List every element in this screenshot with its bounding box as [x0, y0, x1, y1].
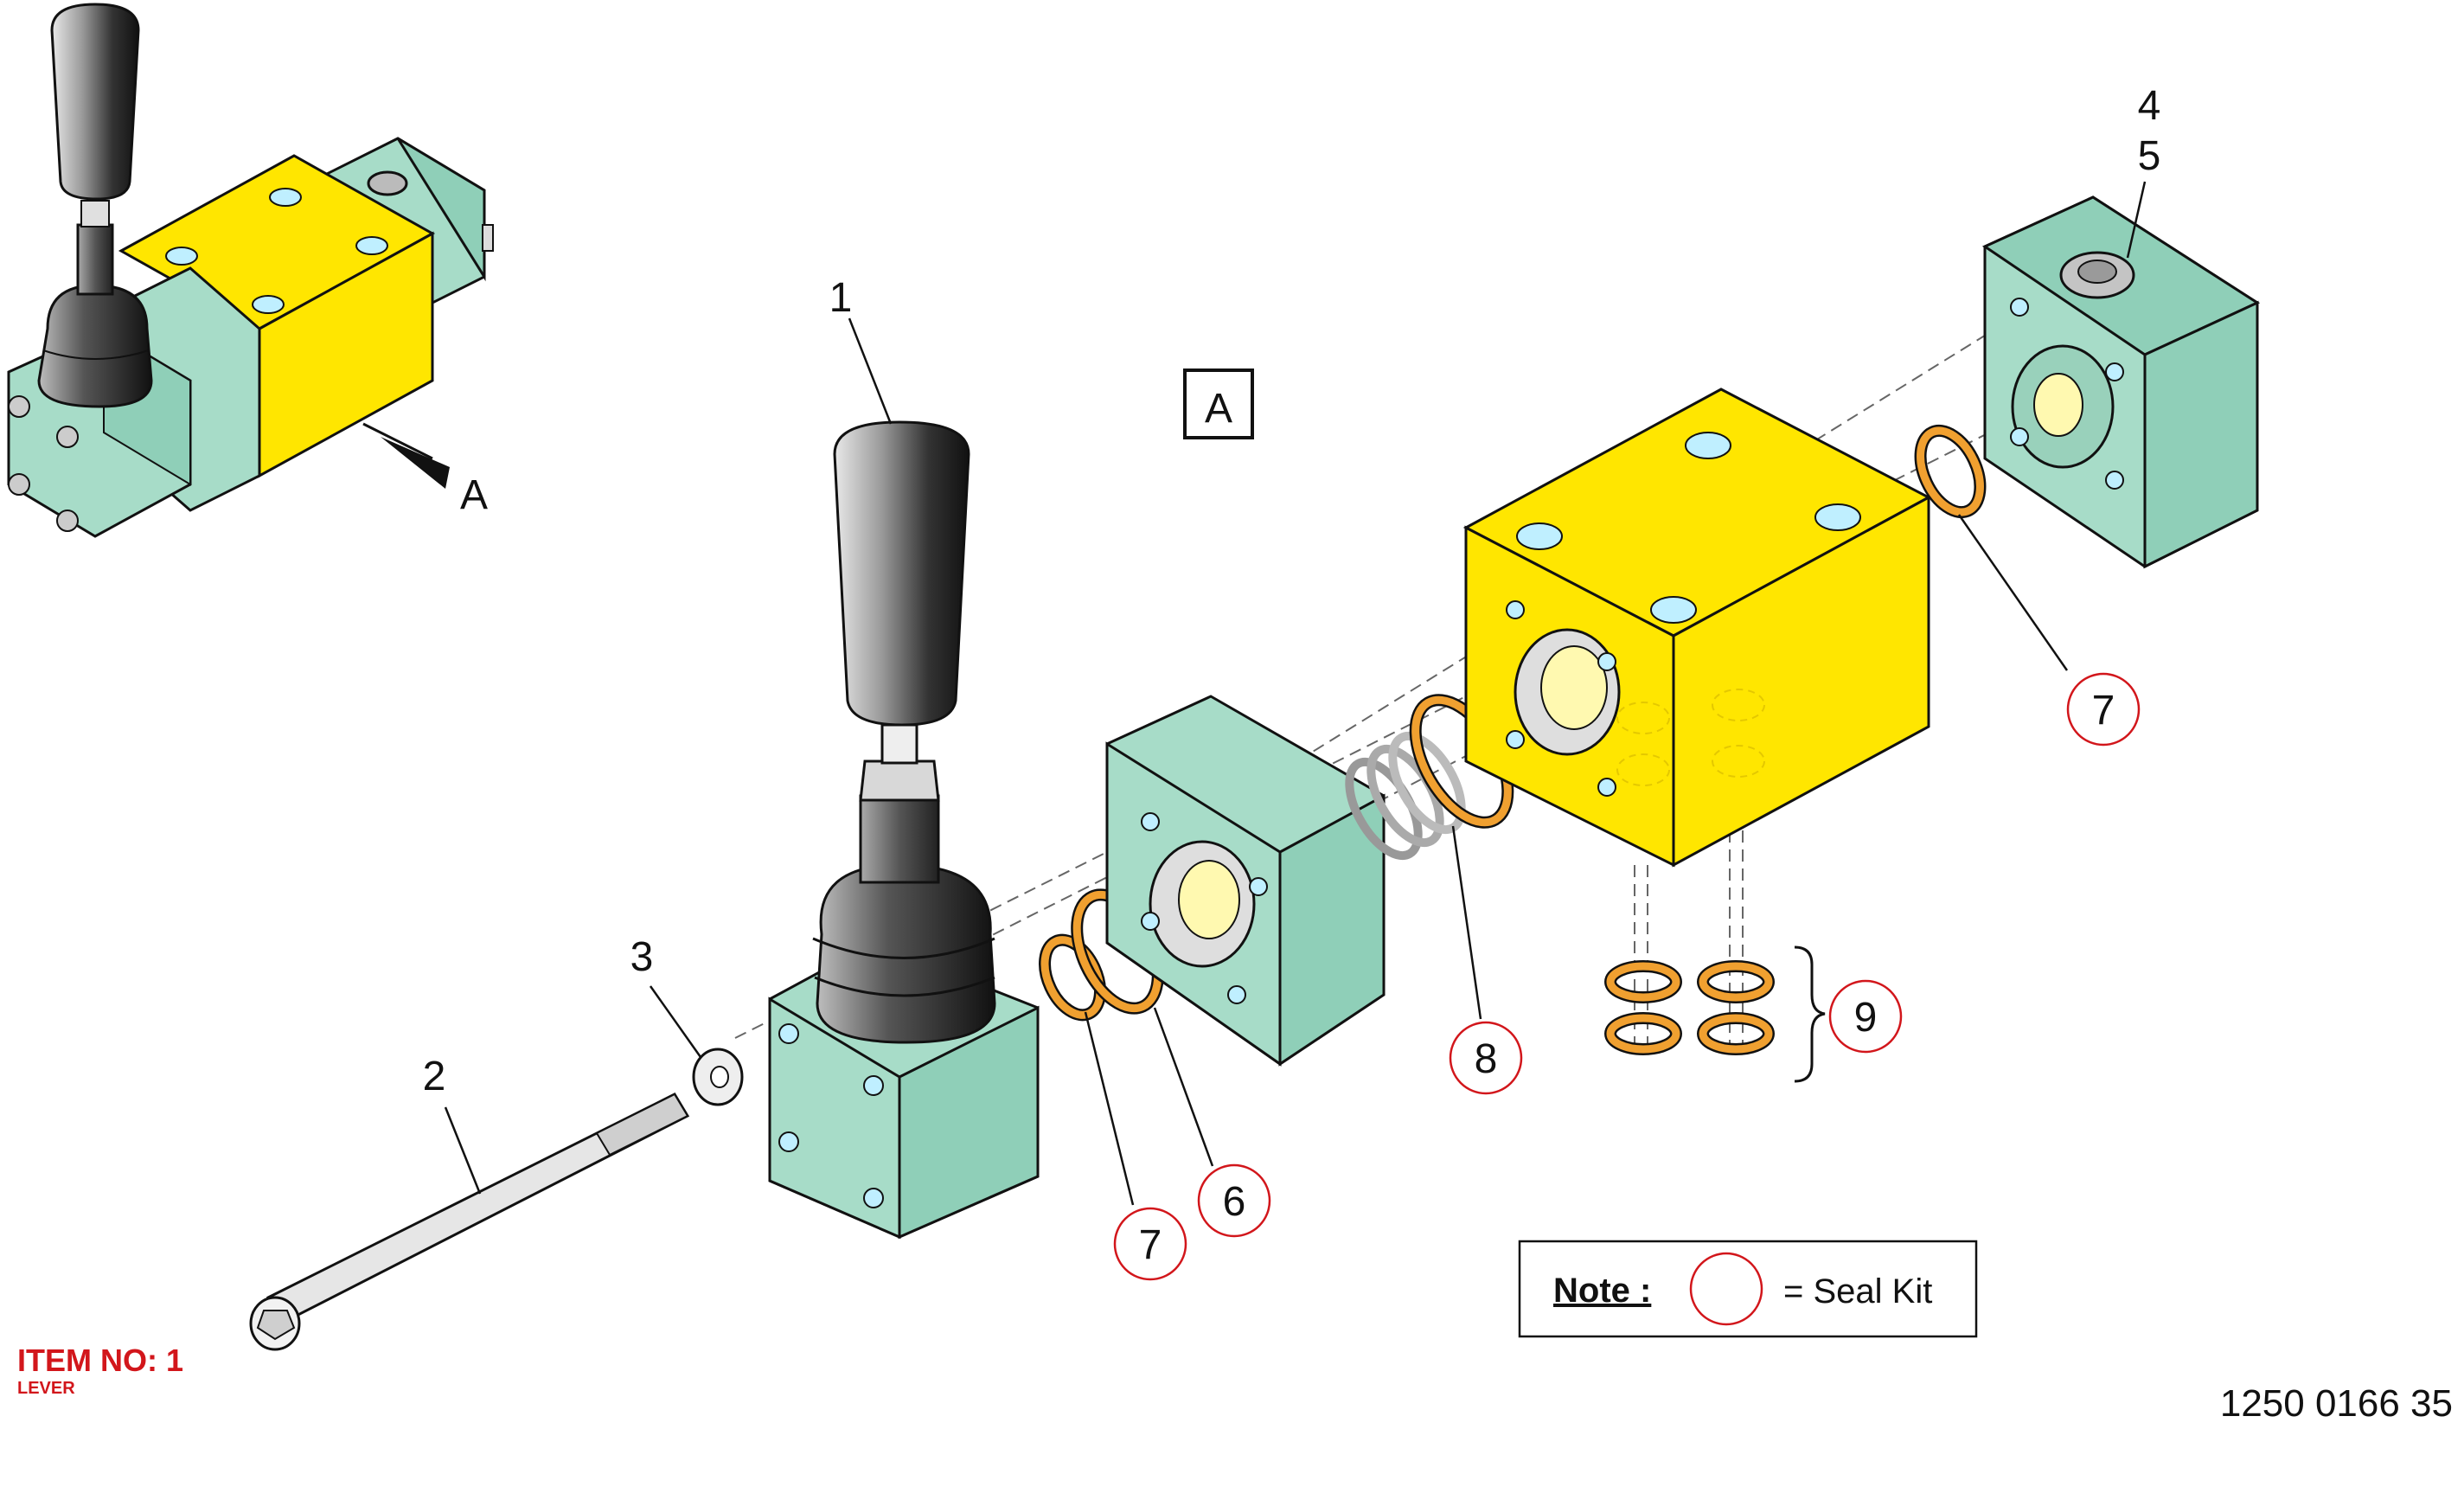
callout-3: 3 — [630, 934, 654, 980]
note-legend — [1518, 1240, 1978, 1338]
callout-7-right: 7 — [2092, 688, 2115, 734]
callout-5: 5 — [2138, 133, 2161, 179]
view-a-frame — [1183, 368, 1254, 439]
seal-set-9 — [1604, 945, 1826, 1083]
assembled-view-inset — [7, 3, 494, 538]
seal-right — [1914, 424, 1987, 519]
item-subtitle: LEVER — [17, 1379, 75, 1398]
callout-8: 8 — [1475, 1036, 1498, 1082]
leader-lines — [444, 181, 2147, 1206]
callout-6: 6 — [1223, 1179, 1246, 1225]
middle-plate — [1105, 695, 1386, 1067]
seal-kit-legend-symbol — [1689, 1252, 1763, 1326]
drawing-number: 1250 0166 35 — [2220, 1382, 2453, 1425]
callout-9: 9 — [1854, 995, 1878, 1041]
view-pointer-label: A — [460, 472, 488, 518]
washer — [692, 1048, 744, 1106]
right-end-cap — [1981, 195, 2261, 569]
item-number: ITEM NO: 1 — [17, 1343, 183, 1378]
long-bolt — [249, 1093, 690, 1351]
note-label: Note : — [1553, 1272, 1651, 1310]
callout-7-front: 7 — [1139, 1222, 1162, 1268]
main-valve-body — [1462, 388, 1932, 868]
view-a-label: A — [1205, 386, 1232, 432]
seal-kit-callouts — [1113, 672, 2141, 1281]
lever-assembly — [768, 420, 1040, 1240]
callout-2: 2 — [423, 1054, 446, 1099]
callout-1: 1 — [829, 275, 853, 321]
note-legend-text: = Seal Kit — [1783, 1272, 1932, 1311]
callout-4: 4 — [2138, 83, 2161, 129]
